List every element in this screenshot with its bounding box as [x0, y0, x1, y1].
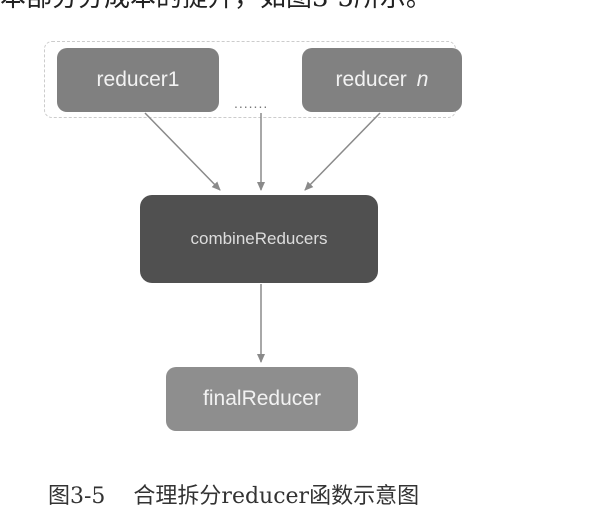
arrow-reducern-to-combine: [304, 112, 381, 191]
caption-label: 图3-5: [48, 484, 106, 509]
node-reducer-n: reducer n: [302, 48, 462, 112]
node-variable: n: [416, 68, 429, 91]
ellipsis: .......: [234, 95, 269, 111]
cropped-body-text: 本部分分成本的提升，如图3-5所示。: [0, 0, 610, 10]
node-label: reducer1: [96, 68, 180, 91]
node-combine-reducers: combineReducers: [140, 195, 378, 283]
node-final-reducer: finalReducer: [166, 367, 358, 431]
figure-caption: 图3-5 合理拆分reducer函数示意图: [48, 478, 419, 510]
arrow-reducer1-to-combine: [144, 112, 221, 191]
caption-text: 合理拆分reducer函数示意图: [133, 484, 420, 509]
node-label: combineReducers: [190, 229, 328, 248]
node-reducer1: reducer1: [57, 48, 219, 112]
node-label: reducer: [335, 68, 407, 91]
node-label: finalReducer: [203, 387, 321, 410]
